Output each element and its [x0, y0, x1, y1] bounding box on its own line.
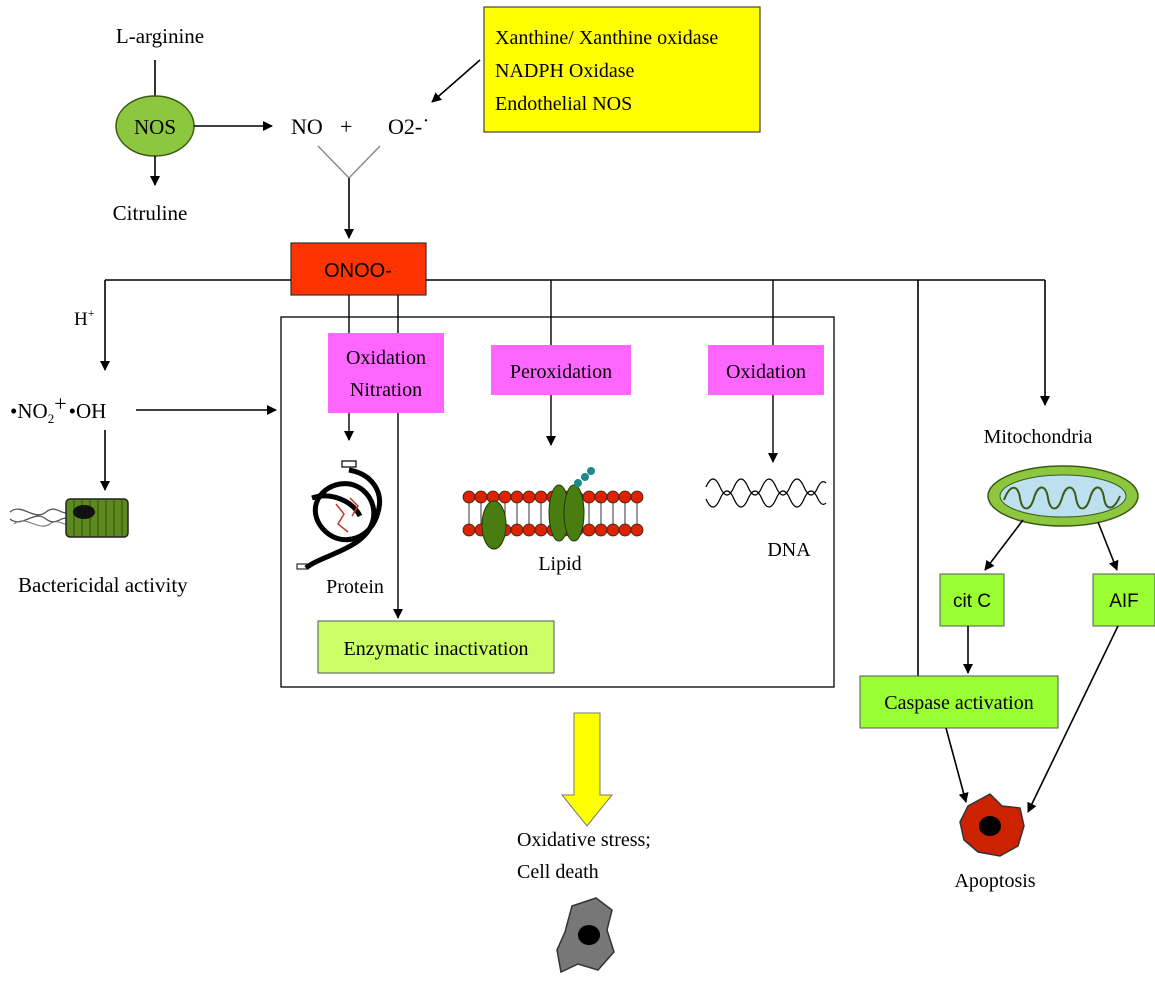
oh-radical: •OH [69, 399, 107, 423]
radicals-plus: + [54, 391, 66, 416]
h-text: H [74, 309, 88, 330]
onoo-label: ONOO- [324, 260, 392, 282]
radicals-label: •NO2+•OH [10, 391, 106, 426]
peroxynitrite-box [290, 242, 427, 296]
aif-label: AIF [1109, 591, 1139, 612]
aif-box [1092, 573, 1155, 627]
h-plus-label: H+ [74, 306, 95, 330]
enzymatic-inactivation-box [317, 620, 555, 674]
oxidation-box [708, 345, 824, 395]
caspase-activation-label: Caspase activation [884, 692, 1033, 714]
lipid-label: Lipid [538, 553, 581, 575]
protein-label: Protein [326, 576, 384, 598]
no2-radical: •NO [10, 399, 48, 423]
sources-to-superoxide-arrow [431, 59, 481, 103]
cit-c-label: cit C [953, 591, 991, 612]
l-arginine-label: L-arginine [116, 24, 204, 48]
dna-label: DNA [767, 539, 811, 561]
oxidative-stress-line1: Oxidative stress; [517, 829, 651, 851]
oxidation-nitration-line2: Nitration [350, 379, 422, 401]
oxidation-nitration-line1: Oxidation [346, 347, 426, 369]
dna-helix-icon [705, 478, 827, 508]
mitochondrion-icon [987, 465, 1139, 527]
source-nadph: NADPH Oxidase [495, 60, 635, 82]
enzymatic-inactivation-label: Enzymatic inactivation [344, 638, 529, 660]
lipid-bilayer-icon [462, 467, 644, 550]
citruline-label: Citruline [113, 201, 188, 225]
merge-junction [317, 145, 381, 180]
h-plus-superscript: + [88, 306, 95, 320]
source-xanthine: Xanthine/ Xanthine oxidase [495, 27, 718, 49]
aif-to-apoptosis-arrow [1027, 625, 1119, 813]
superoxide-sources-box [483, 6, 761, 133]
cit-c-box [939, 573, 1005, 627]
oxidative-stress-arrow [560, 712, 614, 827]
caspase-to-apoptosis-arrow [945, 727, 969, 803]
oxidation-label: Oxidation [726, 361, 806, 383]
peroxidation-box [491, 345, 631, 395]
mitochondria-label: Mitochondria [984, 426, 1093, 448]
superoxide-label: O2-˙ [388, 114, 430, 139]
protein-icon [296, 460, 382, 571]
apoptosis-label: Apoptosis [954, 870, 1035, 892]
mito-to-citc-arrow [984, 519, 1024, 571]
no2-subscript: 2 [48, 411, 55, 426]
oxidative-stress-line2: Cell death [517, 861, 599, 883]
peroxidation-label: Peroxidation [510, 361, 612, 383]
no-label: NO [291, 114, 323, 139]
plus-sign: + [340, 114, 352, 139]
oxidation-nitration-box [328, 333, 444, 413]
dead-cell-icon [556, 897, 615, 974]
bactericidal-label: Bactericidal activity [18, 573, 188, 597]
bacterium-icon [9, 498, 129, 538]
apoptotic-cell-icon [959, 793, 1025, 857]
nos-label: NOS [134, 115, 176, 139]
source-endothelial-nos: Endothelial NOS [495, 93, 632, 115]
caspase-activation-box [859, 675, 1059, 729]
targets-frame [280, 316, 835, 688]
mito-to-aif-arrow [1097, 521, 1119, 571]
